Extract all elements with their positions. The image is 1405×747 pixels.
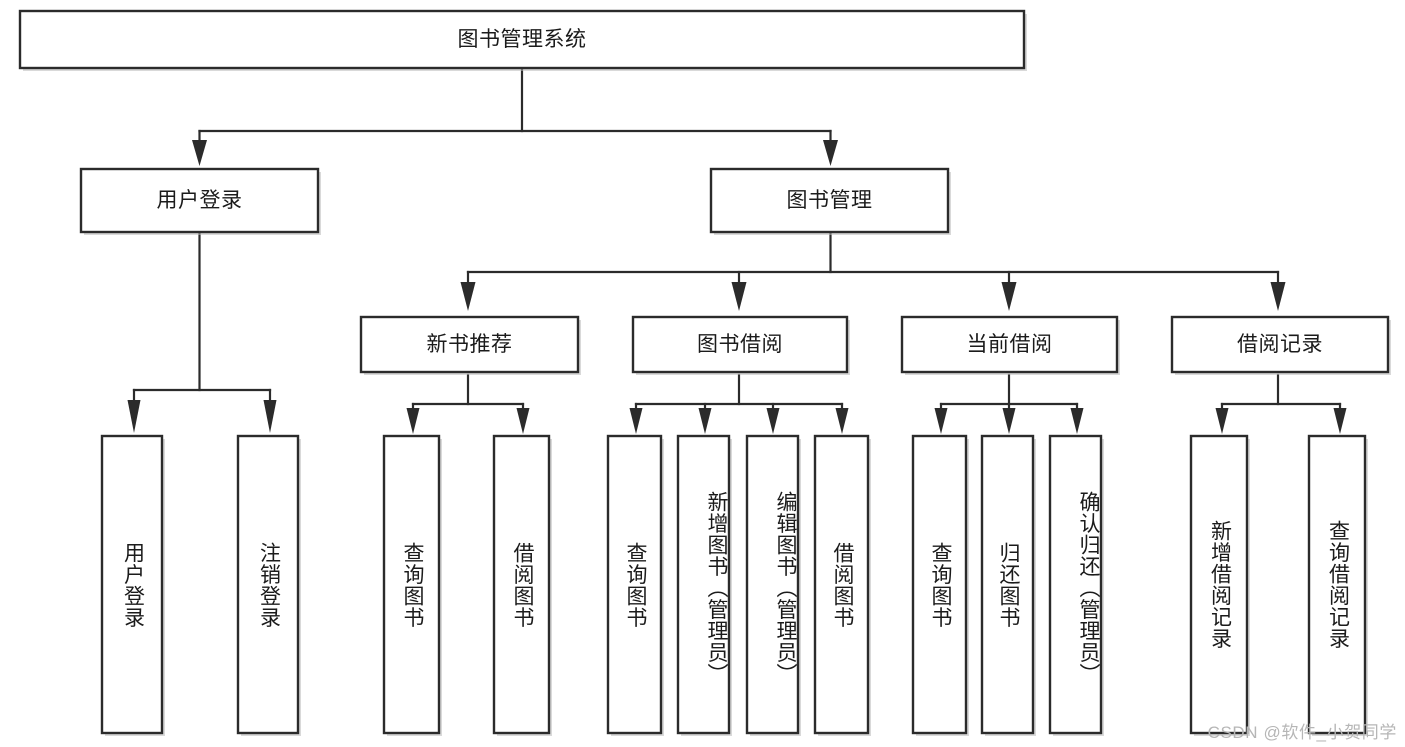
arrow-current-borrow-to-leaf3 <box>1070 408 1084 434</box>
csdn-watermark: CSDN @软件_小贺同学 <box>1207 723 1397 742</box>
arrow-book-borrow-to-leaf4 <box>835 408 849 434</box>
arrow-book-borrow-to-leaf2 <box>698 408 712 434</box>
arrow-book-borrow-to-leaf1 <box>629 408 643 434</box>
node-box-leaf-query-record[interactable] <box>1307 434 1367 735</box>
arrow-new-book-rec-to-leaf2 <box>516 408 530 434</box>
arrow-user-login-to-leaf1 <box>127 400 141 433</box>
arrow-book-borrow-to-leaf3 <box>766 408 780 434</box>
node-box-borrow-record[interactable] <box>1170 315 1390 374</box>
arrow-root-to-user-login <box>192 140 207 166</box>
arrow-borrow-record-to-leaf2 <box>1333 408 1347 434</box>
node-box-leaf-query-book-3[interactable] <box>911 434 968 735</box>
node-box-user-login[interactable] <box>79 167 320 234</box>
node-box-leaf-query-book-1[interactable] <box>382 434 441 735</box>
node-box-leaf-user-login[interactable] <box>100 434 164 735</box>
arrow-book-manage-to-book-borrow <box>731 282 747 311</box>
node-box-leaf-borrow-book-1[interactable] <box>492 434 551 735</box>
node-box-leaf-add-record[interactable] <box>1189 434 1249 735</box>
node-box-leaf-return-book[interactable] <box>980 434 1035 735</box>
node-box-leaf-query-book-2[interactable] <box>606 434 663 735</box>
arrow-borrow-record-to-leaf1 <box>1215 408 1229 434</box>
arrow-book-manage-to-new-book-rec <box>460 282 476 311</box>
node-box-leaf-add-book[interactable] <box>676 434 731 735</box>
node-box-current-borrow[interactable] <box>900 315 1119 374</box>
arrow-book-manage-to-current-borrow <box>1001 282 1017 311</box>
node-box-leaf-edit-book[interactable] <box>745 434 800 735</box>
arrow-new-book-rec-to-leaf1 <box>406 408 420 434</box>
arrow-current-borrow-to-leaf1 <box>934 408 948 434</box>
node-box-leaf-borrow-book-2[interactable] <box>813 434 870 735</box>
node-layer <box>18 9 1391 736</box>
arrow-current-borrow-to-leaf2 <box>1002 408 1016 434</box>
node-box-leaf-logout[interactable] <box>236 434 300 735</box>
node-box-book-manage[interactable] <box>709 167 950 234</box>
arrow-root-to-book-manage <box>823 140 838 166</box>
node-box-book-borrow[interactable] <box>631 315 849 374</box>
node-box-new-book-rec[interactable] <box>359 315 580 374</box>
connector-layer <box>127 66 1347 434</box>
arrow-book-manage-to-borrow-record <box>1270 282 1286 311</box>
node-box-leaf-confirm-return[interactable] <box>1048 434 1103 735</box>
node-box-root[interactable] <box>18 9 1026 70</box>
arrow-user-login-to-leaf2 <box>263 400 277 433</box>
